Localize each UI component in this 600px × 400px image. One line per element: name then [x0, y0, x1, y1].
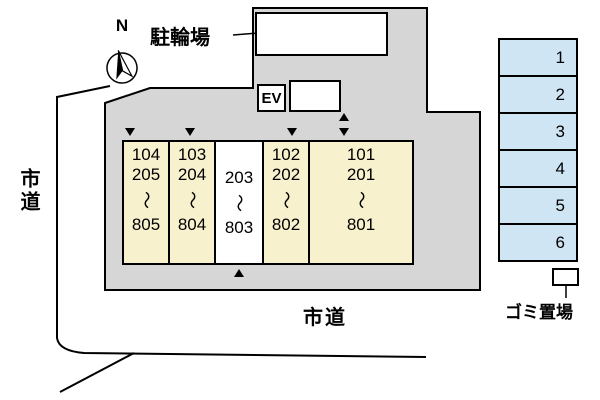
bicycle-parking-area	[255, 12, 388, 56]
garbage-box	[552, 268, 579, 286]
parking-space-2: 2	[498, 75, 578, 114]
road-fork-line	[59, 352, 135, 393]
unit-number: 204	[177, 165, 207, 184]
garbage-area-label: ゴミ置場	[505, 303, 573, 322]
unit-number: 104	[131, 145, 161, 164]
parking-space-number: 5	[555, 195, 565, 215]
parking-space-number: 2	[555, 84, 565, 104]
parking-space-number: 6	[555, 232, 565, 252]
unit-column-102: 102 202 〜 802	[262, 140, 310, 265]
parking-space-3: 3	[498, 112, 578, 151]
unit-number: 801	[346, 215, 376, 234]
range-tilde: 〜	[182, 191, 202, 209]
parking-space-number: 1	[555, 47, 565, 67]
range-tilde: 〜	[276, 191, 296, 209]
elevator-box: EV	[257, 84, 286, 112]
compass-icon	[106, 50, 138, 84]
left-road-edge-line	[56, 85, 427, 358]
range-tilde: 〜	[136, 191, 156, 209]
unit-number: 202	[271, 165, 301, 184]
range-tilde: 〜	[229, 193, 249, 212]
unit-number: 804	[177, 215, 207, 234]
road-left-label: 市道	[17, 168, 39, 214]
stair-column-203: 203 〜 803	[214, 140, 264, 265]
elevator-adjacent-box	[289, 80, 341, 112]
unit-number: 103	[177, 145, 207, 164]
road-bottom-label: 市道	[303, 307, 347, 329]
unit-column-103: 103 204 〜 804	[168, 140, 216, 265]
parking-space-6: 6	[498, 223, 578, 262]
unit-number: 803	[224, 217, 254, 237]
unit-number: 802	[271, 215, 301, 234]
parking-space-5: 5	[498, 186, 578, 225]
parking-space-number: 4	[555, 158, 565, 178]
north-label: N	[115, 16, 129, 35]
unit-number: 102	[271, 145, 301, 164]
unit-number: 805	[131, 215, 161, 234]
unit-number: 203	[224, 167, 254, 187]
parking-space-1: 1	[498, 38, 578, 77]
bicycle-parking-label: 駐輪場	[150, 27, 210, 49]
direction-marker-icons	[125, 113, 349, 277]
unit-number: 101	[346, 145, 376, 164]
parking-space-4: 4	[498, 149, 578, 188]
range-tilde: 〜	[351, 191, 371, 209]
unit-number: 205	[131, 165, 161, 184]
unit-column-104: 104 205 〜 805	[122, 140, 170, 265]
unit-number: 201	[346, 165, 376, 184]
unit-column-101: 101 201 〜 801	[308, 140, 414, 265]
parking-space-number: 3	[555, 121, 565, 141]
